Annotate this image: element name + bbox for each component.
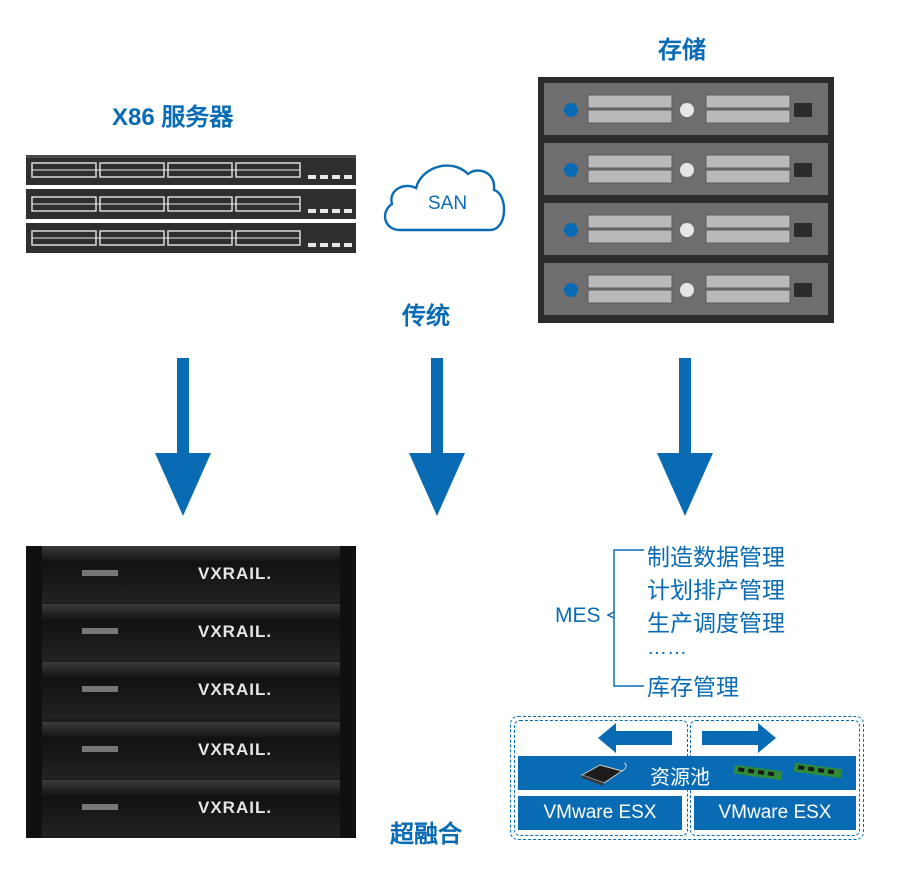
vxrail-node: VXRAIL. [26,546,356,602]
esx-host-box: VMware ESX [518,796,682,830]
x86-server-title: X86 服务器 [112,104,234,131]
memory-module-icon [733,764,783,781]
mes-item: 计划排产管理 [647,577,785,603]
rack-ear-left [26,546,42,838]
storage-title: 存储 [658,37,706,64]
arrow-right-icon [702,723,776,753]
mes-bracket [606,549,644,687]
vxrail-stack: VXRAIL. VXRAIL. VXRAIL. VXRAIL. VXRAIL. [26,546,356,838]
mes-item: …… [647,637,687,659]
mes-item: 生产调度管理 [647,610,785,636]
vxrail-logo: VXRAIL. [198,798,273,817]
mes-item: 制造数据管理 [647,544,785,570]
dell-badge [82,628,118,634]
esx-host-box: VMware ESX [694,796,856,830]
mes-item: 库存管理 [647,674,739,700]
arrow-down-icon [155,358,211,516]
vxrail-node: VXRAIL. [26,780,356,836]
resource-pool-frame [510,716,864,840]
dell-badge [82,746,118,752]
arrow-down-icon [657,358,713,516]
san-label: SAN [428,193,468,214]
mes-root-label: MES [555,604,601,627]
arrow-left-icon [598,723,672,753]
vxrail-node: VXRAIL. [26,604,356,660]
resource-pool-label: 资源池 [650,767,710,789]
traditional-label: 传统 [402,303,450,330]
dell-badge [82,570,118,576]
dell-badge [82,804,118,810]
rack-ear-right [340,546,356,838]
arrow-down-icon [409,358,465,516]
vxrail-logo: VXRAIL. [198,622,273,641]
vxrail-logo: VXRAIL. [198,564,273,583]
vxrail-logo: VXRAIL. [198,680,273,699]
vxrail-node: VXRAIL. [26,662,356,718]
storage-array-icon [538,77,834,323]
san-cloud-icon [383,164,506,232]
dell-badge [82,686,118,692]
vxrail-logo: VXRAIL. [198,740,273,759]
disk-drive-icon [580,762,627,786]
memory-module-icon [793,762,843,779]
vxrail-node: VXRAIL. [26,722,356,778]
hci-label: 超融合 [390,821,462,848]
resource-pool-bar: 资源池 [518,756,856,790]
x86-server-stack-icon [26,155,356,253]
